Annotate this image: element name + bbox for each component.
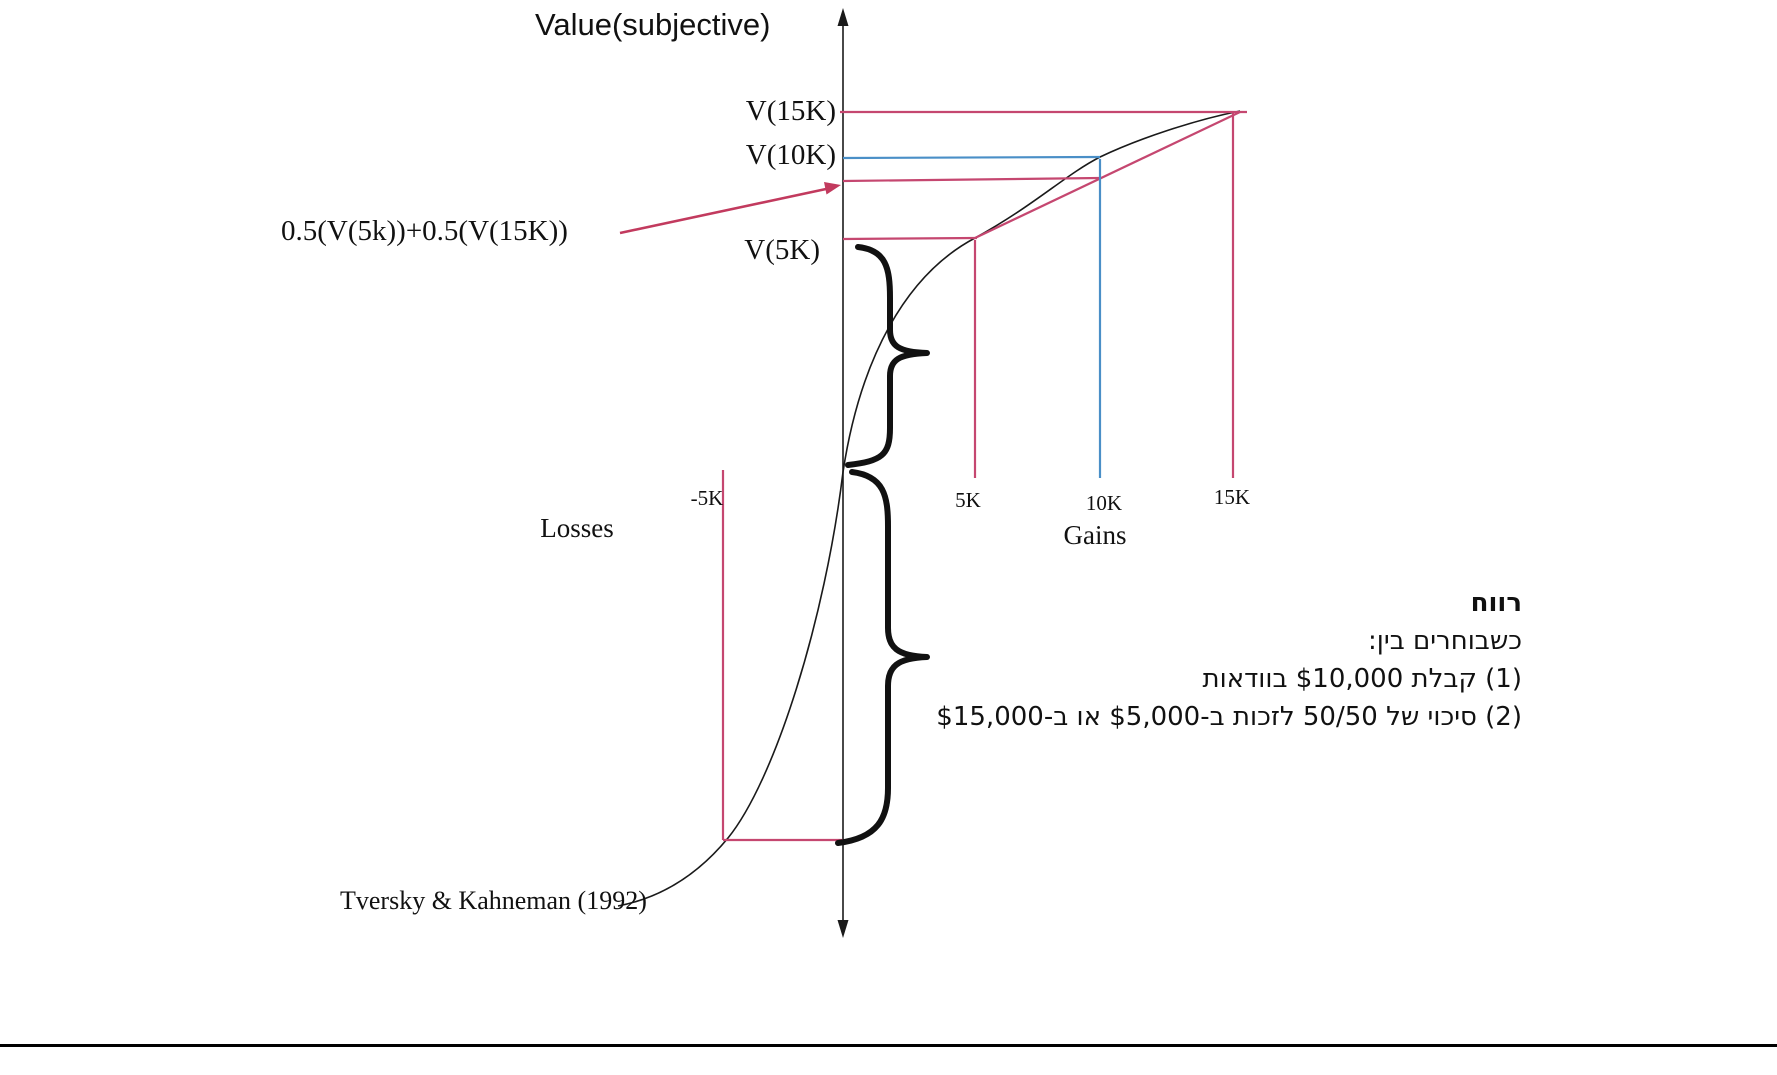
y-axis-title: Value(subjective) (535, 7, 771, 42)
tick-15k: 15K (1213, 485, 1251, 509)
tick-10k: 10K (1085, 491, 1123, 515)
expected-value-formula-label: 0.5(V(5k))+0.5(V(15K)) (281, 215, 568, 247)
hebrew-note-title: רווח (1470, 588, 1522, 618)
citation-label: Tversky & Kahneman (1992) (340, 886, 647, 915)
tick-minus-5k: -5K (690, 486, 724, 510)
gain-span-brace (845, 244, 930, 468)
gains-region-label: Gains (1063, 520, 1127, 550)
hebrew-note-block: רווח כשבוחרים בין: (1) קבלת $10,000 בווד… (936, 584, 1522, 736)
formula-annotation-arrowhead-icon (824, 182, 841, 195)
hebrew-note-line2: (1) קבלת $10,000 בוודאות (1202, 664, 1522, 694)
losses-region-label: Losses (540, 513, 614, 543)
tick-5k: 5K (955, 488, 981, 512)
slide-bottom-border (0, 1044, 1777, 1047)
v5k-horizontal-line (842, 236, 978, 241)
formula-annotation-arrow (619, 187, 827, 235)
chord-5k-15k-line (974, 111, 1241, 239)
loss-span-brace (835, 469, 930, 846)
v15k-label: V(15K) (745, 95, 836, 127)
v10k-label: V(10K) (745, 139, 836, 171)
expected-value-horizontal-line (842, 176, 1101, 183)
y-axis-arrow-up-icon (837, 8, 849, 26)
hebrew-note-line3: (2) סיכוי של 50/50 לזכות ב-$5,000 או ב-$… (936, 702, 1522, 732)
value-curve (617, 110, 1241, 907)
hebrew-note-line1: כשבוחרים בין: (1368, 626, 1522, 656)
v10k-horizontal-line (842, 155, 1101, 160)
y-axis-arrow-down-icon (837, 920, 849, 938)
v5k-label: V(5K) (744, 234, 820, 266)
